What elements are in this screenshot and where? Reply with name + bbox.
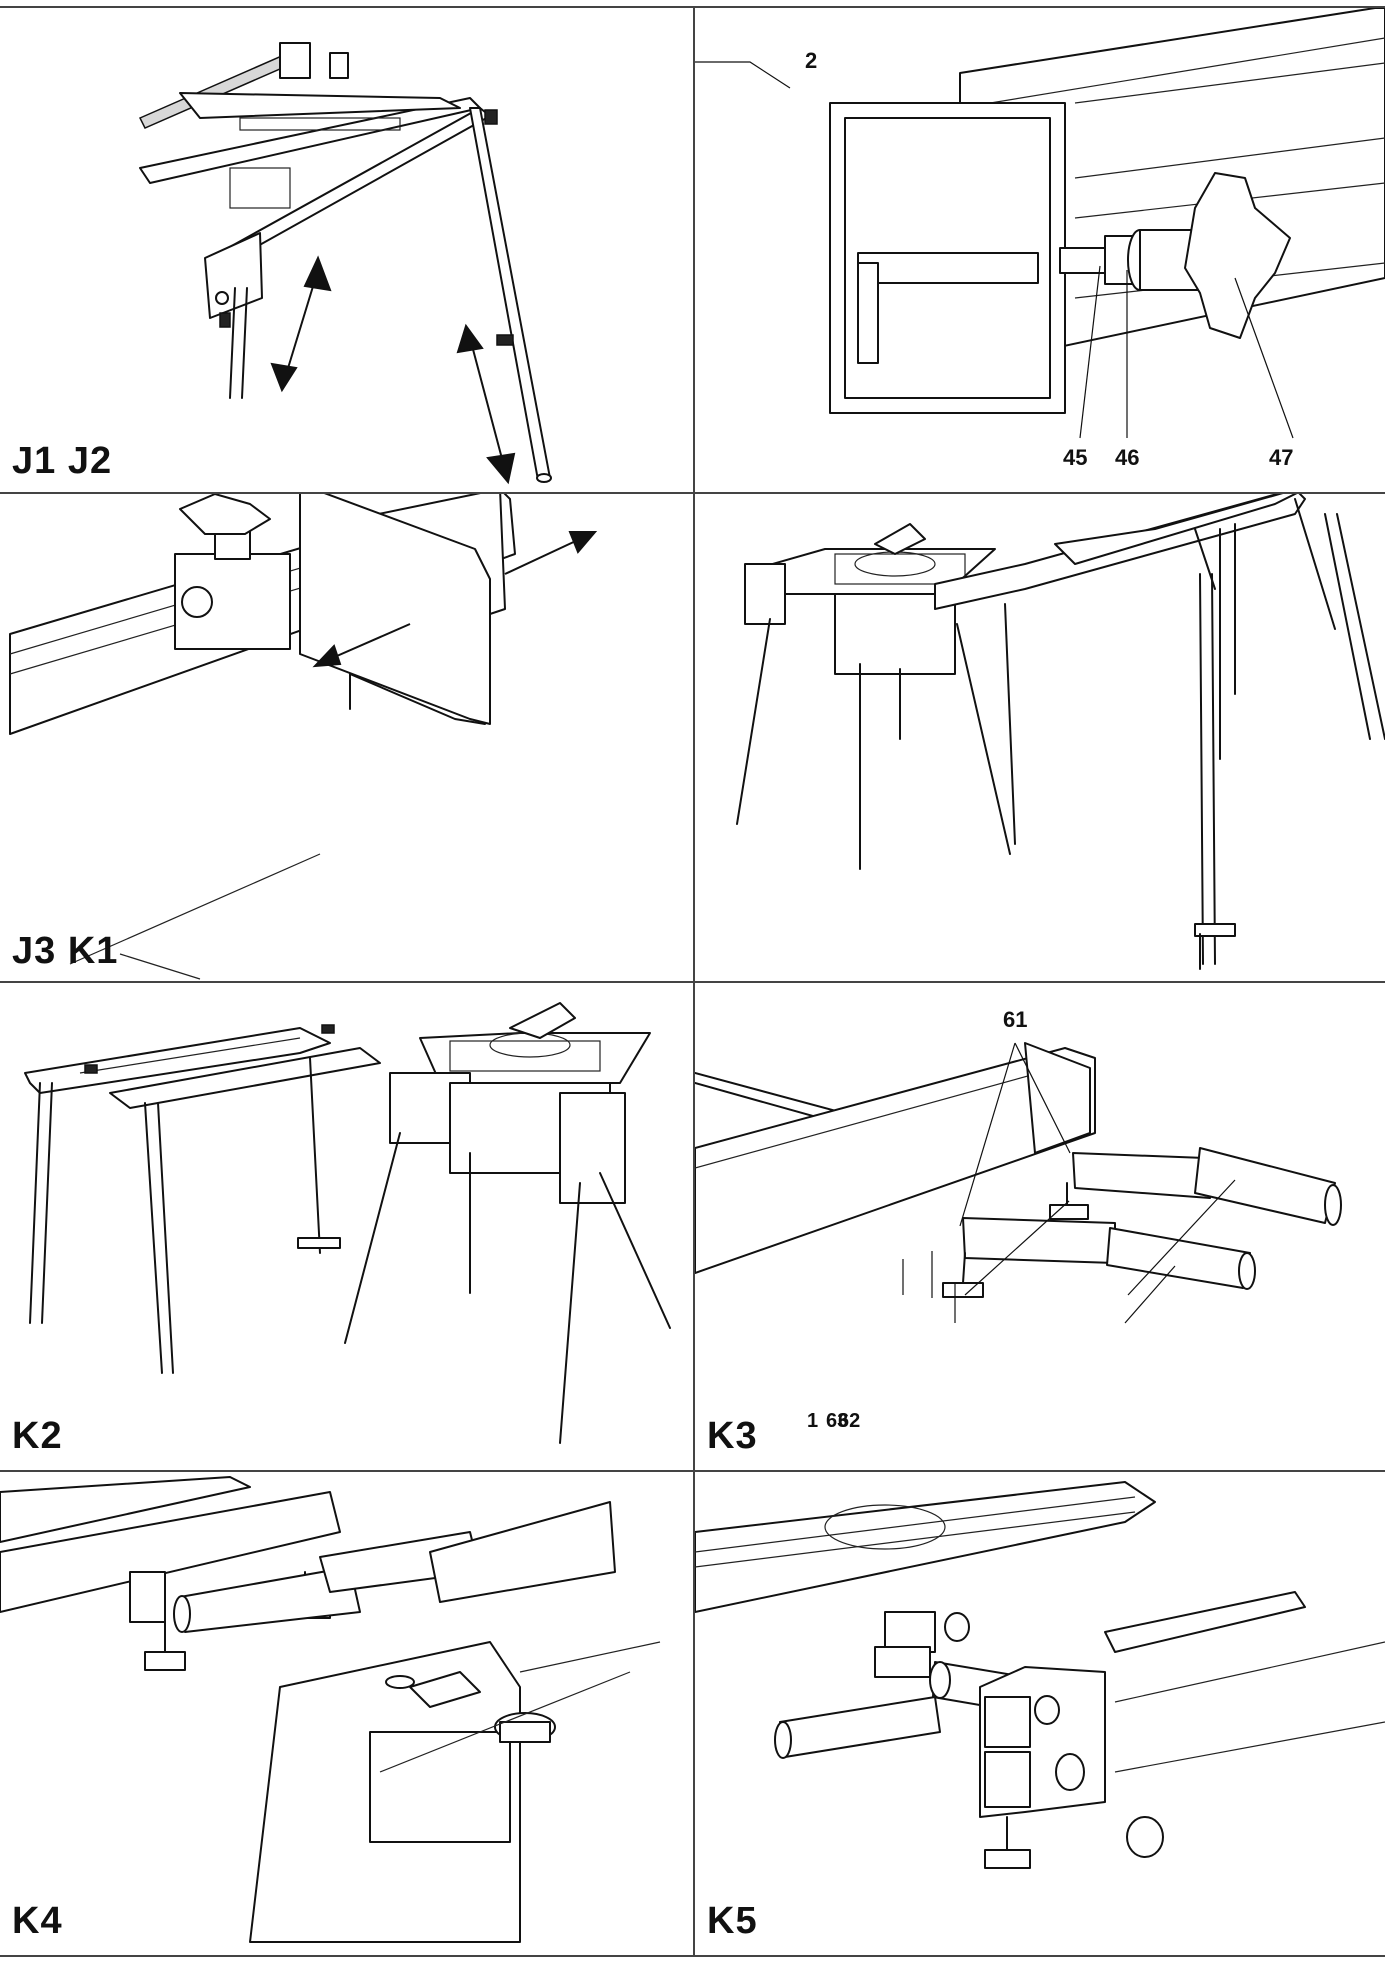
callout-63: 63	[826, 1410, 849, 1432]
assembled-stand-illustration	[24, 1002, 671, 1444]
figure-k4: K4	[0, 1472, 693, 1955]
figure-label-k4: K4	[12, 1900, 63, 1942]
callout-47: 47	[1269, 445, 1294, 470]
divider-top	[0, 6, 1385, 8]
figure-label-j3-k1: J3 K1	[12, 930, 119, 972]
saw-with-extension-illustration	[736, 494, 1385, 970]
callout-46: 46	[1115, 445, 1140, 470]
figure-j3-k1: J3 K1	[0, 494, 693, 981]
support-tube-detail-illustration	[695, 1042, 1342, 1324]
figure-label-k5: K5	[707, 1900, 758, 1942]
figure-label-j1-j2: J1 J2	[12, 440, 113, 482]
figure-label-k2: K2	[12, 1415, 63, 1457]
callout-61: 61	[1003, 1007, 1028, 1032]
divider-bottom	[0, 1955, 1385, 1957]
stop-plate-illustration	[9, 494, 598, 980]
tube-clamp-illustration	[695, 1481, 1385, 1869]
figure-j1-j2: J1 J2	[0, 8, 693, 492]
extension-table-leg-illustration	[138, 42, 552, 485]
figure-profile-detail: 2 45 46 47	[695, 8, 1385, 492]
figure-assembly	[695, 494, 1385, 981]
figure-k2: K2	[0, 983, 693, 1470]
tube-insertion-illustration	[0, 1476, 661, 1943]
profile-clamp-illustration	[695, 8, 1385, 439]
callout-2: 2	[805, 48, 818, 73]
divider-row-1	[0, 492, 1385, 494]
figure-label-k3: K3	[707, 1415, 758, 1457]
callout-45: 45	[1063, 445, 1088, 470]
callout-1: 1	[807, 1410, 819, 1432]
divider-row-3	[0, 1470, 1385, 1472]
figure-k5: K5	[695, 1472, 1385, 1955]
figure-k3: 61 1 63 62 K3	[695, 983, 1385, 1470]
divider-row-2	[0, 981, 1385, 983]
callout-62: 62	[838, 1410, 861, 1432]
